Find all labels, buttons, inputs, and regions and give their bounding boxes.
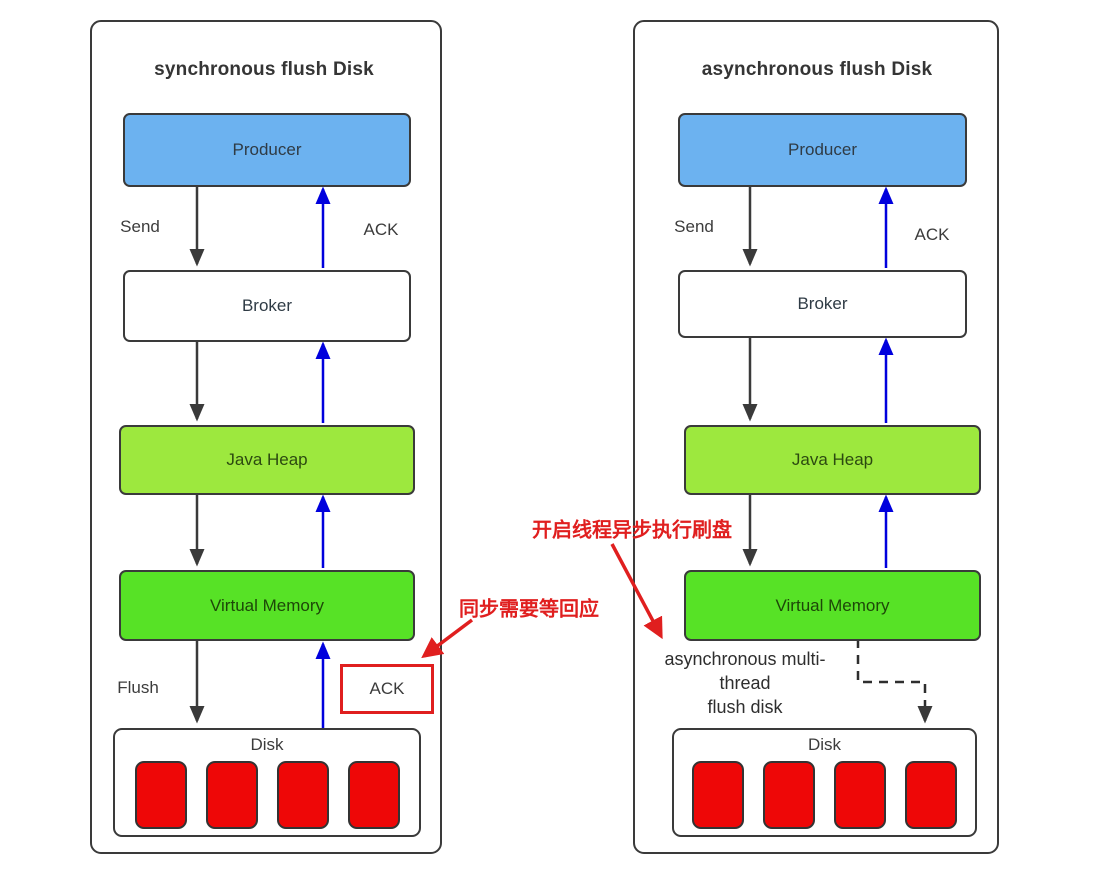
- disk-block: [905, 761, 957, 829]
- right-broker-box: Broker: [678, 270, 967, 338]
- sync-panel-title: synchronous flush Disk: [154, 59, 374, 80]
- right-java-heap-box: Java Heap: [684, 425, 981, 495]
- async-flush-note-line3: flush disk: [707, 697, 783, 717]
- right-producer-box: Producer: [678, 113, 967, 187]
- right-disk-box: Disk: [672, 728, 977, 837]
- disk-block: [276, 761, 329, 829]
- async-thread-annotation: 开启线程异步执行刷盘: [532, 519, 732, 542]
- left-disk-box: Disk: [113, 728, 421, 837]
- async-flush-note-line2: thread: [719, 673, 771, 693]
- disk-block: [763, 761, 815, 829]
- async-panel-title: asynchronous flush Disk: [701, 59, 933, 80]
- right-send-label: Send: [674, 217, 714, 236]
- right-virtual-memory-box: Virtual Memory: [684, 570, 981, 641]
- left-broker-box: Broker: [123, 270, 411, 342]
- left-ack-highlight-box: ACK: [340, 664, 434, 714]
- disk-block: [134, 761, 187, 829]
- async-flush-note: asynchronous multi- thread flush disk: [664, 647, 825, 719]
- left-java-heap-box: Java Heap: [119, 425, 415, 495]
- left-disk-title: Disk: [250, 735, 284, 754]
- disk-block: [205, 761, 258, 829]
- sync-wait-annotation: 同步需要等回应: [459, 598, 599, 621]
- disk-block: [347, 761, 400, 829]
- left-virtual-memory-box: Virtual Memory: [119, 570, 415, 641]
- left-flush-label: Flush: [117, 678, 159, 697]
- disk-block: [692, 761, 744, 829]
- right-disk-blocks: [674, 761, 975, 829]
- right-disk-title: Disk: [807, 735, 842, 754]
- async-flush-note-line1: asynchronous multi-: [664, 649, 826, 669]
- right-ack-label: ACK: [914, 225, 950, 244]
- left-send-label: Send: [120, 217, 160, 236]
- left-producer-box: Producer: [123, 113, 411, 187]
- disk-block: [834, 761, 886, 829]
- left-ack-label: ACK: [363, 220, 399, 239]
- left-disk-blocks: [115, 761, 419, 829]
